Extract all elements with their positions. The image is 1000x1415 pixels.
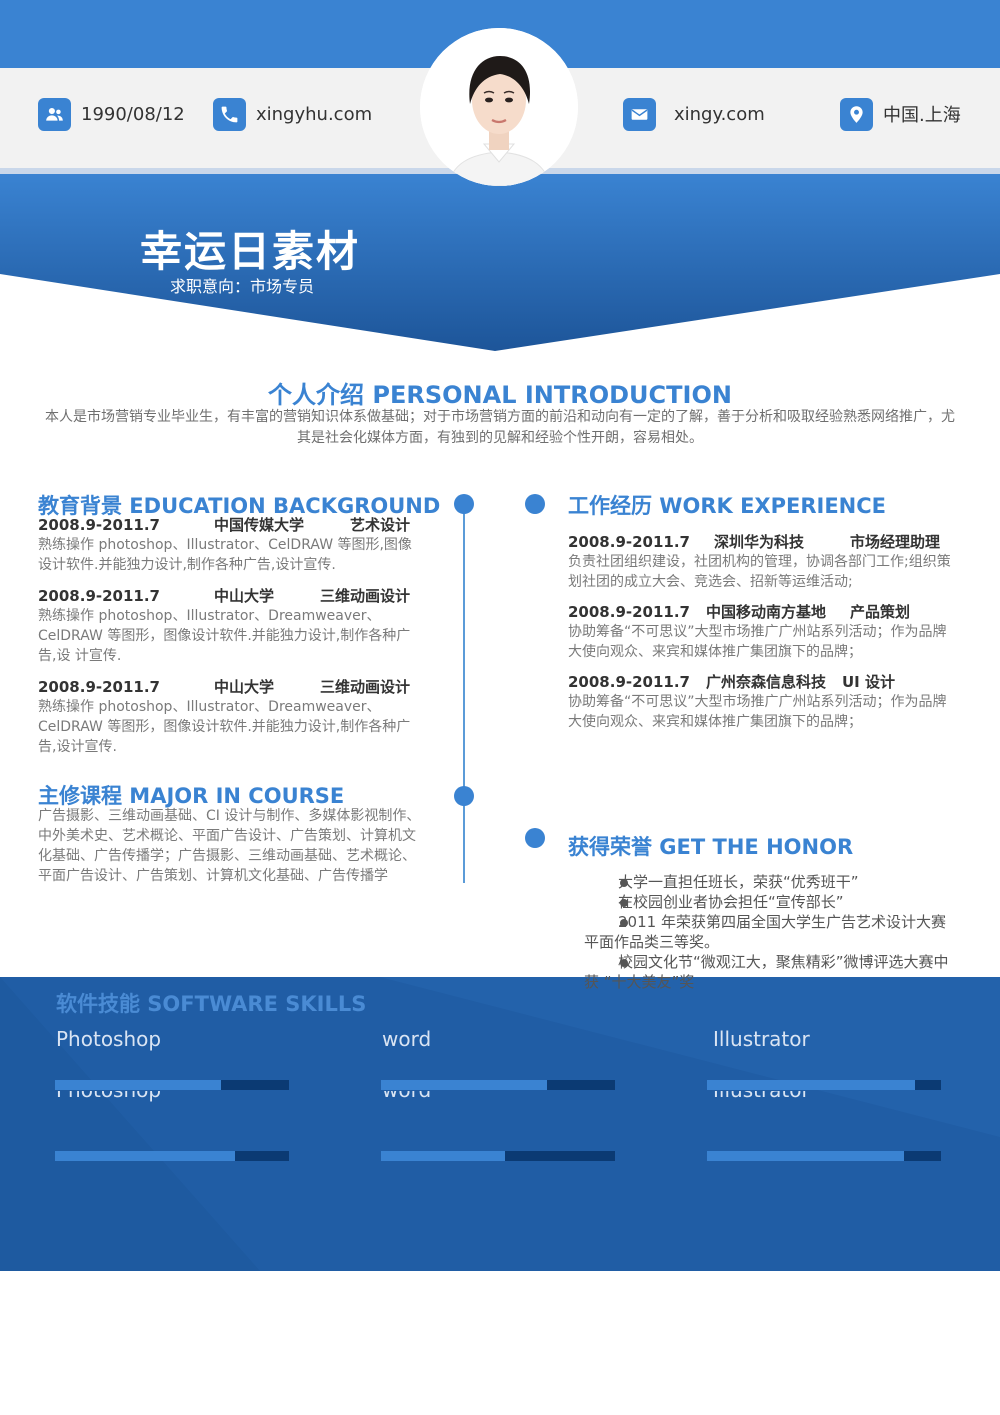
skill-bar-row2 (707, 1151, 941, 1161)
location-text: 中国.上海 (883, 105, 961, 126)
education-desc: 熟练操作 photoshop、Illustrator、CelDRAW 等图形,图… (38, 537, 412, 573)
work-company: 中国移动南方基地 (706, 603, 827, 621)
birthdate-item: 1990/08/12 (38, 96, 185, 132)
education-title: 教育背景 EDUCATION BACKGROUND (38, 494, 441, 518)
education-list: 2008.9-2011.7 中国传媒大学 艺术设计 熟练操作 photoshop… (38, 515, 416, 768)
education-period: 2008.9-2011.7 (38, 678, 160, 696)
honor-item: 大学一直担任班长，荣获“优秀班干” (584, 872, 954, 892)
work-role: 市场经理助理 (850, 533, 941, 551)
work-title: 工作经历 WORK EXPERIENCE (568, 494, 887, 518)
work-period: 2008.9-2011.7 (568, 673, 690, 691)
work-desc: 协助筹备“不可思议”大型市场推广广州站系列活动；作为品牌大使向观众、来宾和媒体推… (568, 624, 947, 660)
skill-label-word: word (382, 1027, 432, 1051)
candidate-name: 幸运日素材 (140, 227, 361, 276)
avatar (420, 28, 578, 186)
education-entry: 2008.9-2011.7 中国传媒大学 艺术设计 熟练操作 photoshop… (38, 515, 416, 575)
skill-bar-word (381, 1080, 615, 1090)
timeline-dot (525, 828, 545, 848)
email-item: xingy.com (623, 96, 765, 132)
job-intent: 求职意向：市场专员 (170, 277, 315, 296)
honor-item: 2011 年荣获第四届全国大学生广告艺术设计大赛平面作品类三等奖。 (584, 912, 954, 952)
education-major: 艺术设计 (350, 516, 411, 534)
work-company: 深圳华为科技 (714, 533, 805, 551)
work-desc: 协助筹备“不可思议”大型市场推广广州站系列活动；作为品牌大使向观众、来宾和媒体推… (568, 694, 947, 730)
education-major: 三维动画设计 (320, 678, 411, 696)
work-entry: 2008.9-2011.7 深圳华为科技 市场经理助理 负责社团组织建设，社团机… (568, 532, 958, 592)
bullet-icon (620, 879, 628, 887)
location-pin-icon (840, 97, 873, 131)
birthdate-text: 1990/08/12 (81, 103, 185, 125)
education-school: 中山大学 (214, 587, 275, 605)
website-text[interactable]: xingyhu.com (256, 103, 373, 125)
skill-bar-fill (381, 1080, 548, 1090)
email-text[interactable]: xingy.com (674, 103, 765, 125)
education-desc: 熟练操作 photoshop、Illustrator、Dreamweaver、C… (38, 608, 411, 664)
skill-bar-fill (55, 1080, 222, 1090)
portrait-illustration (420, 28, 578, 186)
education-desc: 熟练操作 photoshop、Illustrator、Dreamweaver、C… (38, 699, 411, 755)
skill-bar-fill (381, 1151, 506, 1161)
course-title: 主修课程 MAJOR IN COURSE (38, 784, 345, 808)
intro-text: 本人是市场营销专业毕业生，有丰富的营销知识体系做基础；对于市场营销方面的前沿和动… (45, 409, 955, 446)
work-entry: 2008.9-2011.7 广州奈森信息科技 UI 设计 协助筹备“不可思议”大… (568, 672, 958, 732)
skill-label-illustrator: Illustrator (713, 1027, 810, 1051)
skill-label-ghost: Illustrator (713, 1091, 810, 1104)
timeline-dot (525, 494, 545, 514)
mail-icon (623, 97, 656, 131)
work-entry: 2008.9-2011.7 中国移动南方基地 产品策划 协助筹备“不可思议”大型… (568, 602, 958, 662)
education-period: 2008.9-2011.7 (38, 587, 160, 605)
skill-bar-fill (707, 1151, 904, 1161)
skill-label-ghost: word (382, 1091, 431, 1104)
timeline-dot (454, 494, 474, 514)
website-item: xingyhu.com (213, 96, 372, 132)
honor-text: 2011 年荣获第四届全国大学生广告艺术设计大赛平面作品类三等奖。 (584, 913, 946, 951)
location-item: 中国.上海 (840, 96, 961, 132)
skill-label-ghost: Photoshop (56, 1091, 161, 1104)
honor-text: 大学一直担任班长，荣获“优秀班干” (618, 873, 859, 891)
skill-bar-photoshop (55, 1080, 289, 1090)
honor-title: 获得荣誉 GET THE HONOR (568, 835, 854, 859)
work-role: UI 设计 (842, 673, 895, 691)
work-role: 产品策划 (850, 603, 911, 621)
education-entry: 2008.9-2011.7 中山大学 三维动画设计 熟练操作 photoshop… (38, 586, 416, 666)
timeline-dot (454, 786, 474, 806)
work-company: 广州奈森信息科技 (706, 673, 827, 691)
timeline-line (463, 503, 465, 883)
education-entry: 2008.9-2011.7 中山大学 三维动画设计 熟练操作 photoshop… (38, 677, 416, 757)
education-period: 2008.9-2011.7 (38, 516, 160, 534)
work-list: 2008.9-2011.7 深圳华为科技 市场经理助理 负责社团组织建设，社团机… (568, 532, 958, 742)
skills-title: 软件技能 SOFTWARE SKILLS (56, 992, 367, 1016)
skill-bar-row2 (55, 1151, 289, 1161)
honor-text: 校园文化节“微观江大，聚焦精彩”微博评选大赛中获 “十大美友”奖 (584, 953, 949, 991)
skill-bar-fill (707, 1080, 916, 1090)
education-school: 中山大学 (214, 678, 275, 696)
work-period: 2008.9-2011.7 (568, 603, 690, 621)
honor-item: 在校园创业者协会担任“宣传部长” (584, 892, 954, 912)
skill-bar-row2 (381, 1151, 615, 1161)
skills-panel (0, 977, 1000, 1271)
honor-text: 在校园创业者协会担任“宣传部长” (618, 893, 844, 911)
honor-list: 大学一直担任班长，荣获“优秀班干” 在校园创业者协会担任“宣传部长” 2011 … (584, 872, 954, 992)
skill-bar-illustrator (707, 1080, 941, 1090)
intro-title: 个人介绍 PERSONAL INTRODUCTION (268, 381, 732, 409)
skill-bar-fill (55, 1151, 236, 1161)
education-school: 中国传媒大学 (214, 516, 305, 534)
header-banner (0, 174, 1000, 351)
education-major: 三维动画设计 (320, 587, 411, 605)
work-desc: 负责社团组织建设，社团机构的管理，协调各部门工作;组织策划社团的成立大会、竞选会… (568, 554, 951, 590)
bullet-icon (620, 919, 628, 927)
work-period: 2008.9-2011.7 (568, 533, 690, 551)
user-icon (38, 97, 71, 131)
honor-item: 校园文化节“微观江大，聚焦精彩”微博评选大赛中获 “十大美友”奖 (584, 952, 954, 992)
bullet-icon (620, 959, 628, 967)
course-text: 广告摄影、三维动画基础、CI 设计与制作、多媒体影视制作、中外美术史、艺术概论、… (38, 808, 421, 884)
bullet-icon (620, 899, 628, 907)
skill-label-photoshop: Photoshop (56, 1027, 162, 1051)
phone-icon (213, 97, 246, 131)
